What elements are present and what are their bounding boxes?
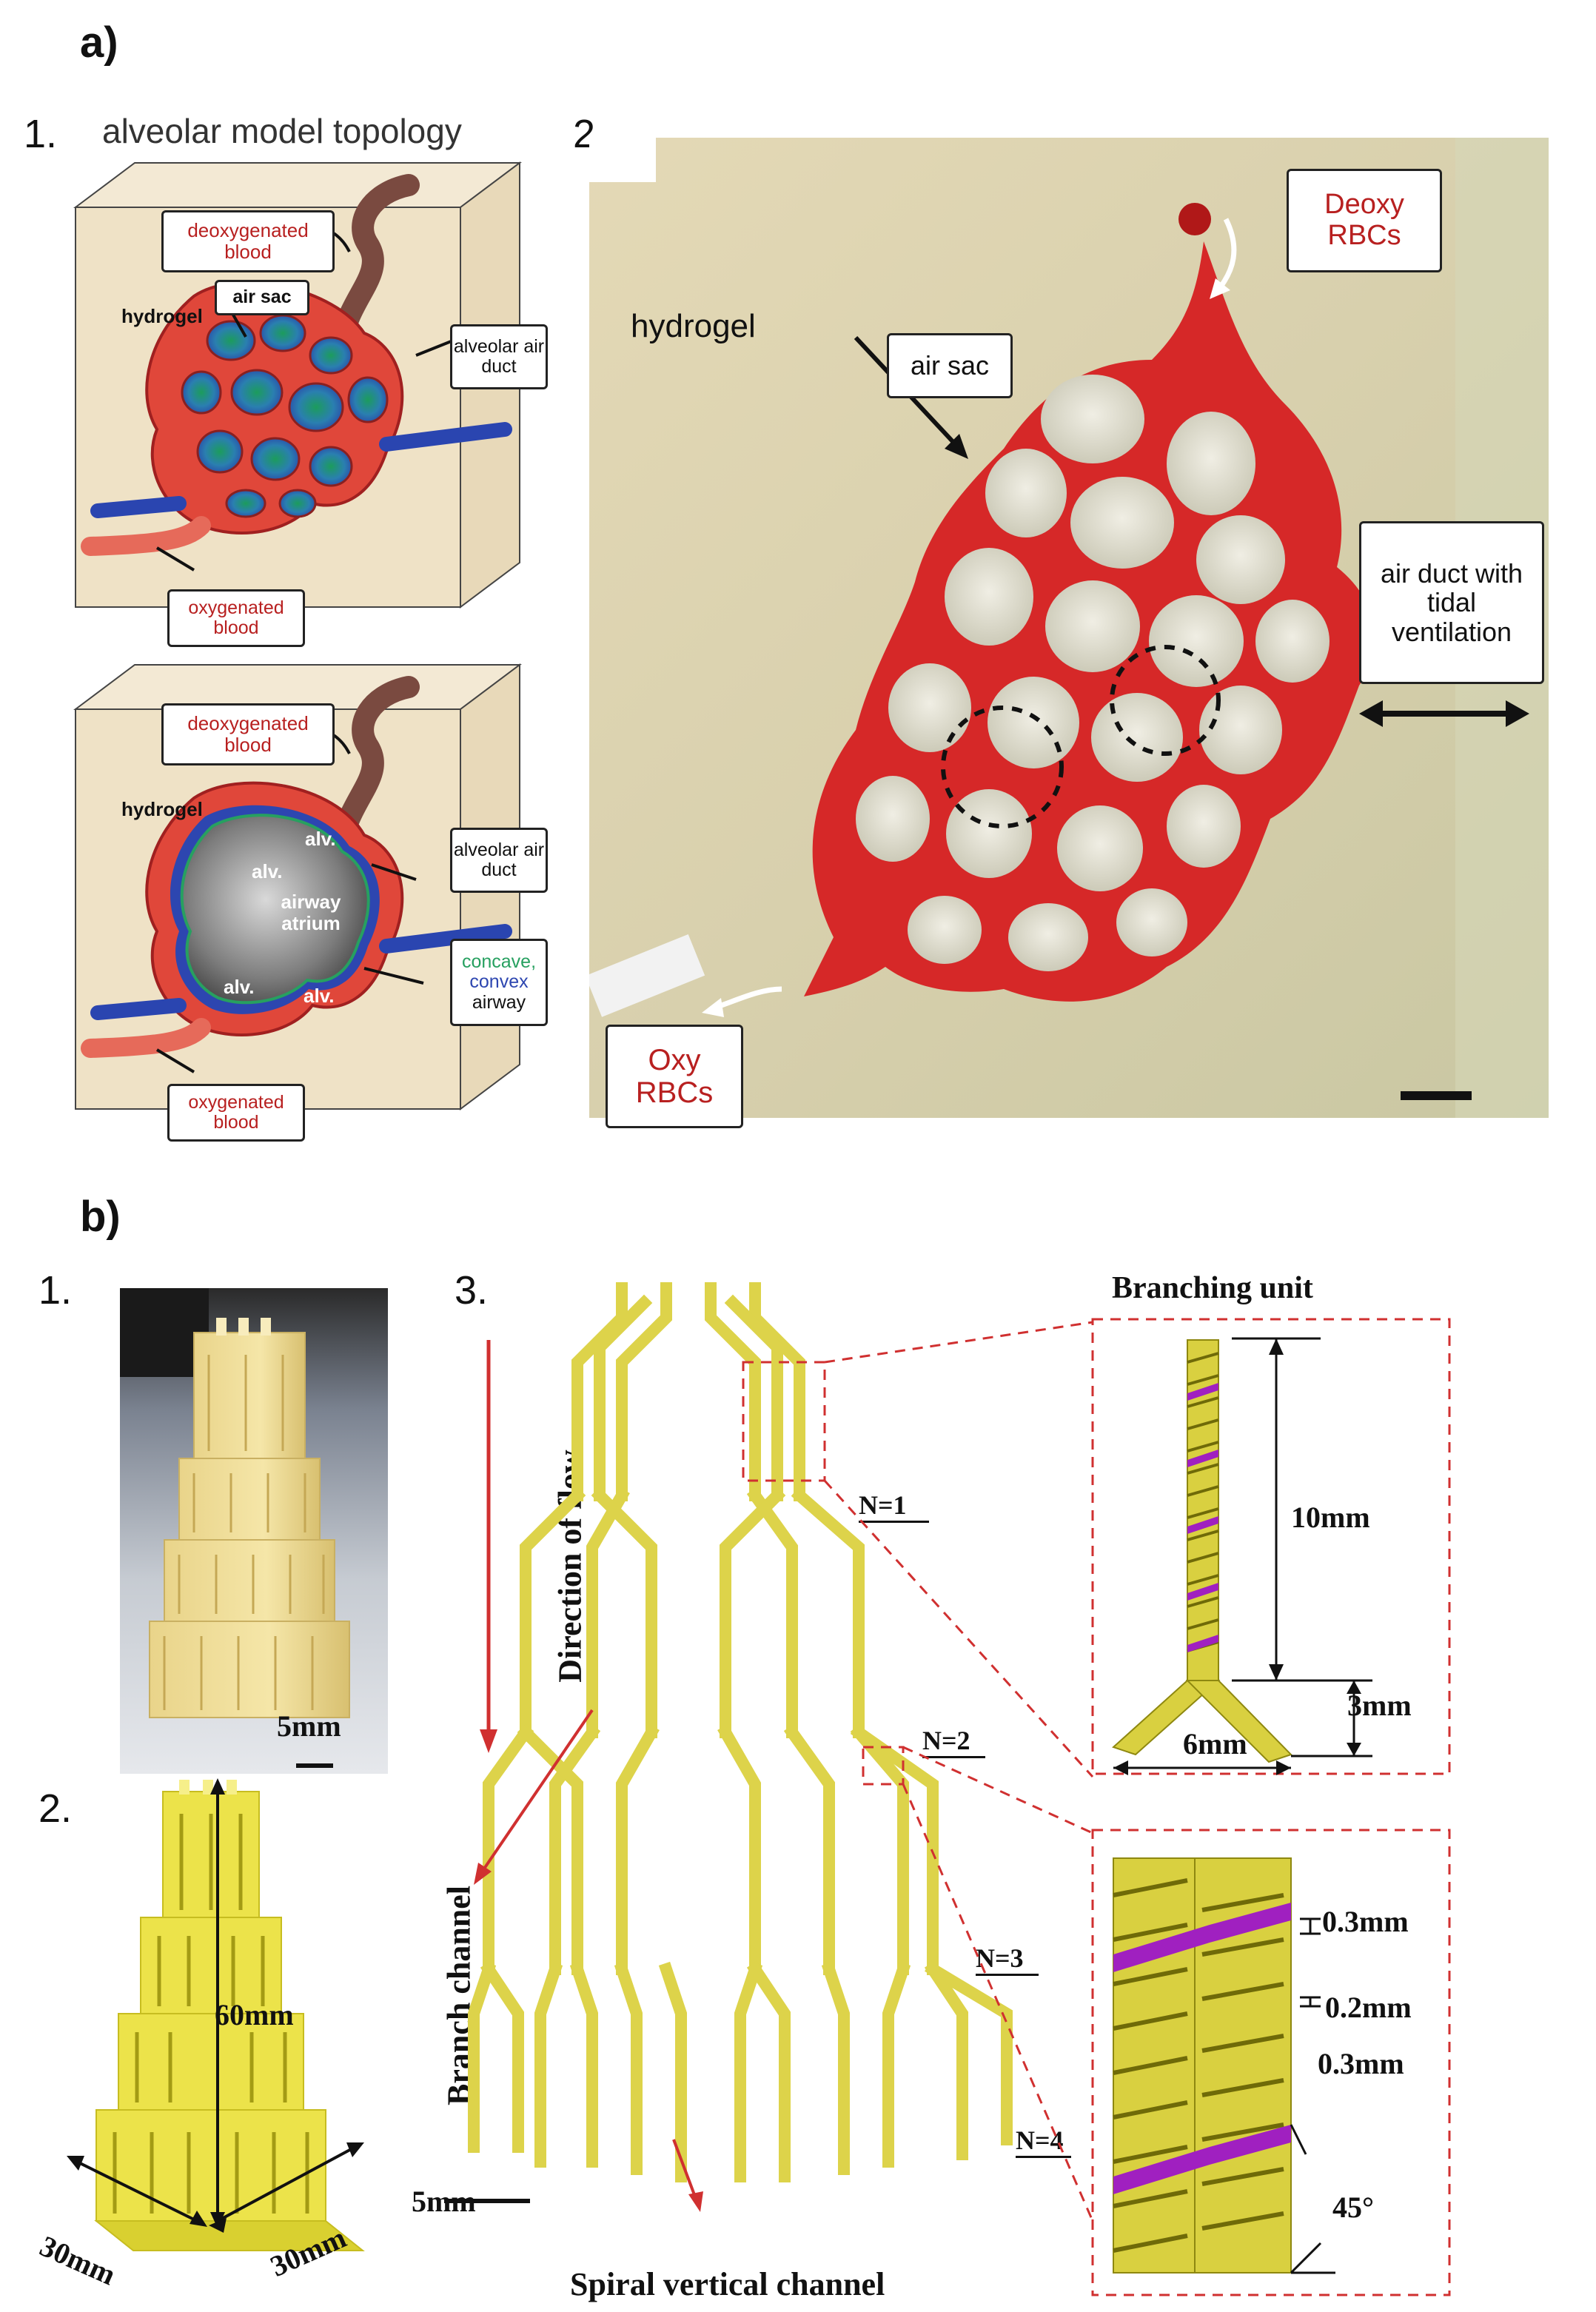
photo-callout-air-duct: air duct with tidal ventilation: [1359, 521, 1544, 684]
dim-label-45-degrees: 45°: [1332, 2191, 1374, 2224]
label-concave: concave,: [461, 951, 537, 972]
photo-scale-label-5mm: 5mm: [277, 1709, 341, 1743]
callout-top-alveolar-air-duct: alveolar air duct: [450, 324, 548, 389]
dim-label-60mm: 60mm: [215, 1998, 294, 2031]
label-airway-atrium: airway atrium: [281, 891, 341, 934]
label-alv-1: alv.: [305, 828, 336, 850]
spiral-channel-detail: [1091, 1829, 1451, 2296]
panel-a1-title: alveolar model topology: [102, 112, 462, 150]
dim-label-0-3mm-b: 0.3mm: [1318, 2047, 1404, 2080]
panel-a1-number: 1.: [24, 112, 58, 156]
photo-callout-air-sac: air sac: [887, 333, 1013, 398]
callout-bottom-deoxygenated-blood: deoxygenated blood: [161, 703, 335, 765]
photo-callout-deoxy-rbcs: Deoxy RBCs: [1287, 169, 1442, 272]
render-scale-label-5mm: 5mm: [412, 2185, 476, 2218]
label-airway: airway: [472, 991, 526, 1013]
section-b-label: b): [80, 1193, 121, 1241]
flow-arrow: [480, 1340, 497, 1753]
dim-label-0-2mm: 0.2mm: [1325, 1991, 1412, 2024]
section-a-label: a): [80, 19, 118, 67]
panel-b3-number: 3.: [455, 1268, 489, 1313]
callout-concave-convex-airway: concave, convex airway: [450, 939, 548, 1026]
callout-top-oxygenated-blood: oxygenated blood: [167, 589, 305, 647]
dim-label-0-3mm-a: 0.3mm: [1322, 1905, 1409, 1938]
zoom-guide-lines: [742, 1321, 1094, 2222]
dim-label-6mm: 6mm: [1183, 1727, 1247, 1760]
label-spiral-vertical-channel: Spiral vertical channel: [570, 2266, 885, 2302]
alveolar-topology-diagram-top: [73, 161, 522, 609]
label-convex: convex: [469, 971, 529, 993]
label-n1: N=1: [859, 1490, 929, 1523]
label-n4: N=4: [1016, 2125, 1071, 2158]
label-alv-4: alv.: [304, 985, 335, 1007]
panel-b1-number: 1.: [38, 1268, 73, 1313]
dim-label-3mm: 3mm: [1347, 1689, 1412, 1722]
label-n2: N=2: [922, 1725, 985, 1758]
label-top-hydrogel: hydrogel: [121, 305, 203, 327]
label-alv-3: alv.: [224, 976, 255, 998]
panel-b2-number: 2.: [38, 1786, 73, 1831]
photo-label-hydrogel: hydrogel: [631, 308, 756, 344]
callout-bottom-alveolar-air-duct: alveolar air duct: [450, 828, 548, 893]
fractal-channel-tree: [444, 1282, 1013, 2212]
dim-label-10mm: 10mm: [1291, 1501, 1370, 1534]
label-bottom-hydrogel: hydrogel: [121, 798, 203, 820]
printed-model-photo: [120, 1288, 388, 1774]
branching-unit-title: Branching unit: [1112, 1271, 1313, 1305]
photo-callout-oxy-rbcs: Oxy RBCs: [606, 1025, 743, 1128]
model-render-dimensions: [67, 1778, 365, 2251]
callout-top-deoxygenated-blood: deoxygenated blood: [161, 210, 335, 272]
branching-unit-detail: [1091, 1318, 1451, 1775]
callout-bottom-oxygenated-blood: oxygenated blood: [167, 1084, 305, 1142]
callout-top-air-sac: air sac: [215, 280, 309, 315]
label-alv-2: alv.: [252, 860, 283, 882]
